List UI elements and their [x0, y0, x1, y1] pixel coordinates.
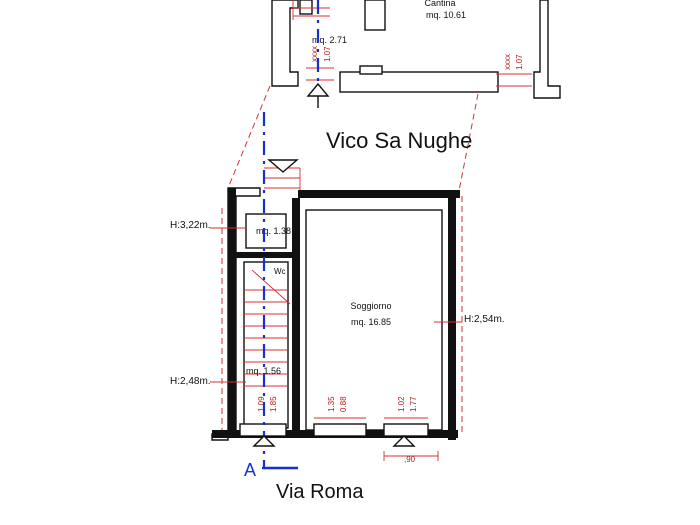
height-3-label: H:2,54m. — [464, 314, 505, 325]
stair-area: mq. 1.56 — [246, 366, 281, 376]
soggiorno-name: Soggiorno — [350, 301, 391, 311]
lower-stair — [244, 167, 301, 387]
upper-building-notch — [359, 65, 383, 75]
bottom-dimension-label: ,90 — [404, 455, 416, 464]
lower-top-wall-fill — [298, 190, 460, 198]
upper-right-opening-bottom: 1.07 — [515, 54, 524, 70]
door-dim-bottom: 1.85 — [269, 396, 278, 412]
cantina-area: mq. 10.61 — [426, 10, 466, 20]
entry-area: mq. 1.38 — [256, 226, 291, 236]
entry-inner — [245, 213, 287, 249]
height-marker-2: H:2,48m. — [170, 376, 246, 387]
upper-building-walls — [271, 0, 299, 87]
upper-right-opening-top: xxxx — [503, 54, 512, 70]
upper-left-opening: xxxx 1.07 — [306, 46, 334, 81]
wc-label: Wc — [274, 267, 286, 276]
outline-dashed — [221, 85, 479, 436]
upper-small-area: mq. 2.71 — [312, 35, 347, 45]
lower-divider-wall — [292, 198, 300, 434]
section-axis: A — [244, 0, 416, 480]
section-arrow-upper — [306, 82, 330, 97]
section-arrow-bottom — [252, 435, 276, 447]
section-arrow-top — [267, 159, 299, 173]
door-dim-top: 1.09 — [257, 396, 266, 412]
window-1-opening: 1.35 0.88 — [313, 396, 367, 437]
lower-left-wall-fill — [228, 188, 236, 438]
window-2-opening: 1.02 1.77 — [383, 396, 429, 437]
section-arrow-mid — [392, 435, 416, 447]
upper-stair — [292, 0, 330, 20]
street-via-roma: Via Roma — [276, 481, 364, 503]
upper-left-opening-top: xxxx — [310, 46, 319, 62]
upper-building: xxxx 1.07 xxxx 1.07 Cantina mq. 10.61 mq… — [271, 0, 561, 99]
upper-right-opening: xxxx 1.07 — [496, 54, 532, 87]
height-marker-3: H:2,54m. — [434, 314, 505, 325]
upper-building-bottom-wall — [339, 71, 499, 93]
height-marker-1: H:3,22m. — [170, 220, 246, 231]
bottom-dimension: ,90 — [383, 451, 439, 464]
lower-right-wall-fill — [448, 190, 456, 440]
upper-building-pillar-small — [299, 0, 313, 15]
upper-building-right-wall — [533, 0, 561, 99]
window-1-dim-top: 1.35 — [327, 396, 336, 412]
soggiorno-area: mq. 16.85 — [351, 317, 391, 327]
height-2-label: H:2,48m. — [170, 376, 211, 387]
street-vico-sa-nughe: Vico Sa Nughe — [326, 128, 472, 153]
lower-building: 1.09 1.85 1.35 0.88 1.02 1.77 mq. 1.38 W… — [211, 167, 460, 441]
height-1-label: H:3,22m. — [170, 220, 211, 231]
window-2-dim-top: 1.02 — [397, 396, 406, 412]
upper-building-pillar — [364, 0, 386, 31]
soggiorno-inner — [305, 209, 443, 431]
window-2-dim-bottom: 1.77 — [409, 396, 418, 412]
window-1-dim-bottom: 0.88 — [339, 396, 348, 412]
stair-inner — [243, 261, 289, 429]
lower-wc-wall — [236, 252, 292, 258]
upper-left-opening-bottom: 1.07 — [323, 46, 332, 62]
cantina-name: Cantina — [424, 0, 455, 8]
section-label: A — [244, 460, 256, 480]
